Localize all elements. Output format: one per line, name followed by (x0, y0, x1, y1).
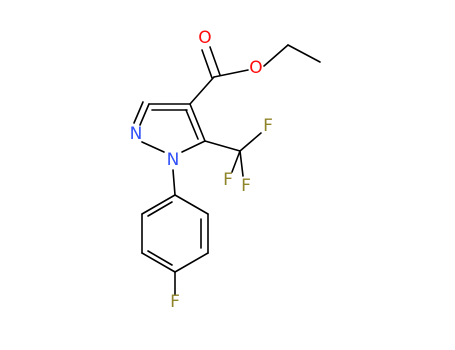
bond-ar-inner-2 (147, 250, 173, 266)
bond-ar-1 (174, 194, 209, 215)
atom-label-aryl-f: F (170, 292, 180, 312)
bond-c-o-single (213, 69, 249, 78)
atom-label-cf3-f1: F (263, 116, 273, 136)
bond-c3-n2-b (133, 101, 144, 124)
bond-layer (133, 44, 321, 296)
bond-cf3-f1 (239, 132, 262, 152)
atom-label-ester-o: O (249, 58, 262, 78)
bond-cf3-f3 (239, 150, 244, 177)
bond-n2-n1 (141, 141, 165, 153)
bond-n1-aryl (172, 169, 176, 196)
bond-c5-c4-inner (185, 109, 199, 140)
bond-ch2-ch3 (287, 44, 321, 63)
atom-label-cf3-f3: F (241, 176, 251, 196)
bond-c3-n2 (139, 103, 150, 126)
atom-label-n1: N (167, 150, 180, 170)
atom-label-layer: O O N N F F F F (130, 28, 273, 312)
bond-ar-4 (141, 252, 176, 273)
bond-n1-c5 (181, 140, 206, 153)
bond-cf3-f2 (231, 150, 241, 173)
bond-c5-c4 (189, 103, 206, 142)
bond-c4-ester (189, 76, 215, 105)
atom-label-cf3-f2: F (223, 170, 233, 190)
bond-ar-3 (174, 252, 209, 273)
atom-label-carbonyl-o: O (198, 28, 211, 48)
bond-c-o-double-b (209, 46, 221, 76)
bond-ar-inner-3 (147, 201, 173, 217)
atom-label-n2: N (130, 124, 143, 144)
bond-c5-cf3 (204, 140, 241, 152)
bond-ar-6 (141, 194, 176, 215)
bond-o-ch2 (263, 44, 289, 67)
bond-c-o-double-a (201, 49, 213, 79)
